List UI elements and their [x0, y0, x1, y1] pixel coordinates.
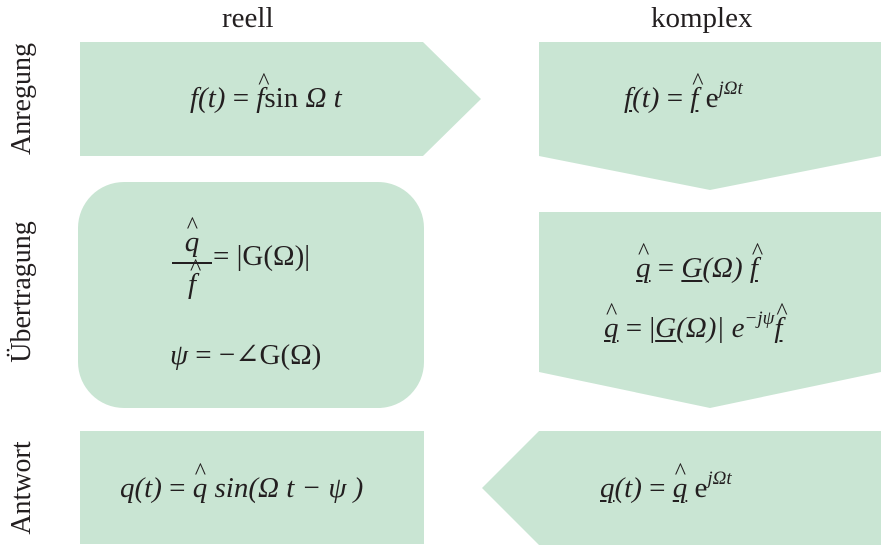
- box-transfer-complex: [539, 212, 881, 408]
- formula-transfer-real-phase: ψ = −∠G(Ω): [170, 339, 322, 371]
- box-response-real: [80, 431, 424, 544]
- formula-transfer-real-magnitude: = |G(Ω)|: [213, 240, 311, 272]
- formula-response-real: q(t) = q sin(Ω t − ψ ): [120, 459, 363, 505]
- column-header-reell: reell: [222, 2, 274, 34]
- box-excitation-complex: [539, 42, 881, 190]
- formula-response-complex: q(t) = q ejΩt: [600, 459, 732, 505]
- box-excitation-real: [80, 42, 481, 156]
- formula-transfer-complex-2: q = |G(Ω)| e−jψf: [604, 299, 788, 345]
- formula-excitation-real: f(t) = fsin Ω t: [190, 69, 342, 115]
- box-transfer-real: [78, 182, 424, 408]
- column-header-komplex: komplex: [651, 2, 753, 34]
- formula-transfer-complex-1: q = G(Ω) f: [636, 239, 763, 285]
- formula-excitation-complex: f(t) = f ejΩt: [624, 69, 743, 115]
- fraction-q-over-f: q f: [172, 213, 212, 301]
